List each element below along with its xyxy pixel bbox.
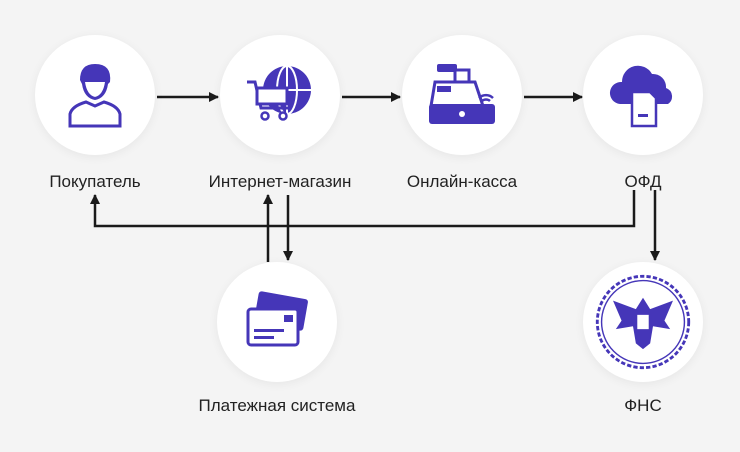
- emblem-icon: [595, 274, 691, 370]
- label-kassa: Онлайн-касса: [406, 172, 518, 191]
- user-icon: [68, 64, 122, 128]
- credit-cards-icon: [246, 291, 308, 347]
- node-ofd: [583, 35, 703, 155]
- node-fns: [583, 262, 703, 382]
- cash-register-icon: [429, 64, 495, 124]
- node-kassa: [402, 35, 522, 155]
- label-buyer: Покупатель: [49, 172, 141, 191]
- label-fns: ФНС: [624, 396, 662, 415]
- node-shop: [220, 35, 340, 155]
- node-payment: [217, 262, 337, 382]
- node-buyer: [35, 35, 155, 155]
- arrow-ofd-buyer: [90, 190, 636, 228]
- label-shop: Интернет-магазин: [208, 172, 352, 191]
- label-payment: Платежная система: [198, 396, 356, 415]
- cloud-document-icon: [609, 65, 673, 128]
- globe-cart-icon: [247, 65, 311, 121]
- label-ofd: ОФД: [624, 172, 662, 191]
